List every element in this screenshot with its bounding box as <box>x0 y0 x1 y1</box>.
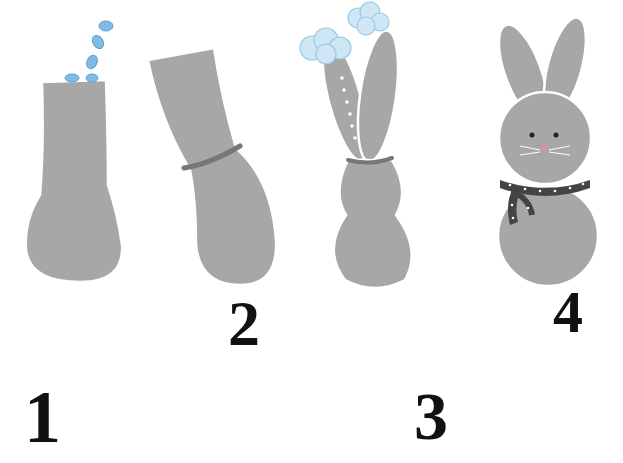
sock-two <box>148 48 276 285</box>
sock-bunny <box>489 13 598 286</box>
step-number: 3 <box>414 382 448 450</box>
sock-one <box>26 80 122 282</box>
step-number: 1 <box>24 380 61 454</box>
cotton-balls <box>300 2 389 64</box>
step-number: 2 <box>228 292 260 356</box>
step-number: 4 <box>553 282 583 342</box>
jelly-beans <box>65 21 113 82</box>
sock-three <box>313 28 411 288</box>
